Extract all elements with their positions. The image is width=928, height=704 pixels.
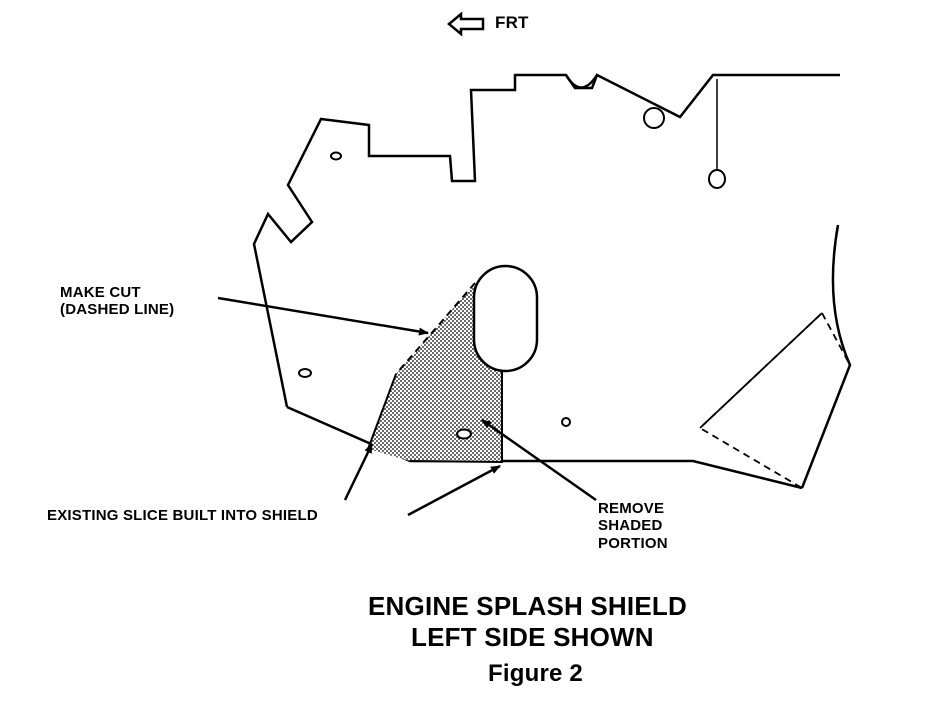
shield-bottom-edge <box>286 405 803 490</box>
make-cut-arrow <box>217 296 429 336</box>
oval-slot <box>472 264 539 373</box>
make-cut-callout: MAKE CUT (DASHED LINE) <box>60 284 175 319</box>
existing-slice-callout: EXISTING SLICE BUILT INTO SHIELD <box>47 507 318 524</box>
caption-subtitle: LEFT SIDE SHOWN <box>411 622 654 652</box>
remove-shaded-arrow <box>481 418 597 502</box>
right-dashed-cutout <box>698 311 851 490</box>
mount-hole <box>330 151 342 161</box>
shield-right-edge <box>800 224 852 489</box>
mount-hole <box>708 169 726 189</box>
existing-slice-arrow <box>343 443 374 501</box>
front-arrow-icon <box>447 11 485 37</box>
mount-hole <box>298 368 312 378</box>
right-cutout-solid-edge <box>699 312 823 429</box>
shield-outline <box>252 73 840 408</box>
front-direction-label: FRT <box>495 13 529 32</box>
caption-title: ENGINE SPLASH SHIELD <box>368 591 687 621</box>
top-notch <box>564 74 599 89</box>
shaded-edge <box>367 370 503 464</box>
mount-hole <box>561 417 571 427</box>
mount-hole <box>643 107 665 129</box>
shaded-removal-area <box>368 283 502 462</box>
mount-hole <box>456 428 472 440</box>
remove-shaded-callout: REMOVE SHADED PORTION <box>598 500 668 552</box>
figure-number: Figure 2 <box>488 660 583 687</box>
existing-slice-arrow <box>407 464 501 517</box>
